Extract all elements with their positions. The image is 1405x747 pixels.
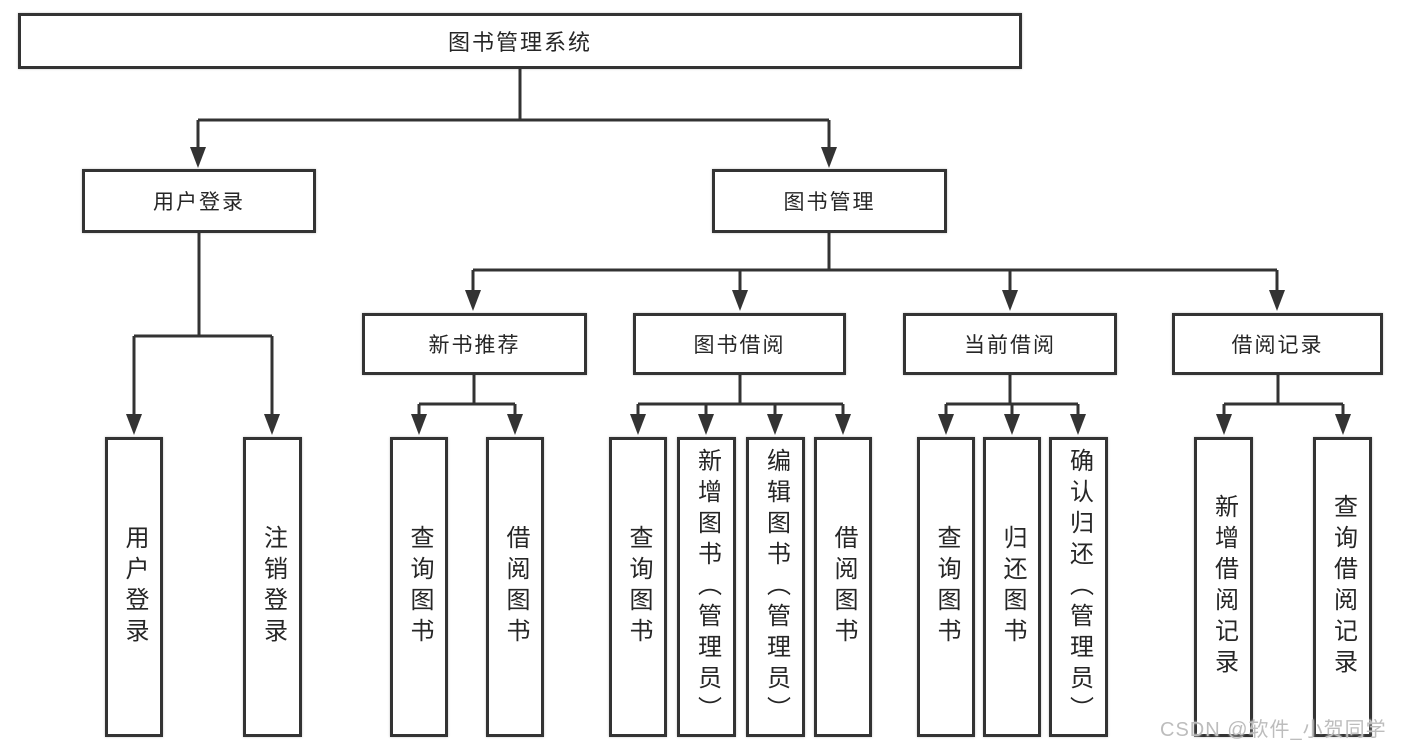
node-leaf-bb-borrow-books-label: 借阅图书 (830, 525, 857, 649)
node-leaf-rec-query-books: 查询图书 (390, 437, 448, 737)
node-leaf-return-books-label: 归还图书 (999, 525, 1026, 649)
arrowhead-icon (821, 147, 837, 168)
node-book-mgmt-label: 图书管理 (783, 191, 876, 214)
csdn-watermark: CSDN @软件_小贺同学 (1160, 719, 1387, 741)
connector-userlogin-to-leaves (132, 233, 274, 416)
node-leaf-edit-book-admin: 编辑图书（管理员） (746, 437, 805, 737)
arrowhead-icon (190, 147, 206, 168)
connector-bookmgmt-to-level3 (471, 233, 1279, 293)
node-leaf-rec-borrow-books-label: 借阅图书 (502, 525, 529, 649)
connector-borrowrecords-to-leaves (1222, 375, 1345, 416)
node-leaf-user-login-label: 用户登录 (121, 525, 148, 649)
arrowhead-icon (1269, 290, 1285, 311)
arrowhead-icon (732, 290, 748, 311)
node-borrow-records: 借阅记录 (1172, 313, 1383, 375)
node-leaf-query-borrow-record-label: 查询借阅记录 (1329, 494, 1357, 680)
node-book-mgmt: 图书管理 (712, 169, 947, 233)
arrowhead-icon (264, 414, 280, 435)
node-root-label: 图书管理系统 (447, 30, 592, 55)
node-leaf-user-login: 用户登录 (105, 437, 163, 737)
node-root: 图书管理系统 (18, 13, 1022, 69)
node-leaf-cb-query-books: 查询图书 (917, 437, 975, 737)
node-leaf-bb-query-books-label: 查询图书 (625, 525, 652, 649)
connector-newbookrec-to-leaves (417, 375, 517, 416)
arrowhead-icon (465, 290, 481, 311)
node-leaf-add-borrow-record: 新增借阅记录 (1194, 437, 1253, 737)
node-leaf-bb-borrow-books: 借阅图书 (814, 437, 872, 737)
arrowhead-icon (1002, 290, 1018, 311)
node-leaf-edit-book-admin-label: 编辑图书（管理员） (762, 447, 790, 727)
node-book-borrow: 图书借阅 (633, 313, 846, 375)
node-leaf-add-book-admin: 新增图书（管理员） (677, 437, 736, 737)
arrowhead-icon (507, 414, 523, 435)
node-current-borrow: 当前借阅 (903, 313, 1117, 375)
node-leaf-confirm-return-admin-label: 确认归还（管理员） (1065, 447, 1093, 727)
arrowhead-icon (1070, 414, 1086, 435)
node-leaf-confirm-return-admin: 确认归还（管理员） (1049, 437, 1108, 737)
node-user-login-label: 用户登录 (153, 191, 245, 214)
node-leaf-bb-query-books: 查询图书 (609, 437, 667, 737)
arrowhead-icon (1216, 414, 1232, 435)
node-leaf-cb-query-books-label: 查询图书 (933, 525, 960, 649)
node-leaf-logout: 注销登录 (243, 437, 302, 737)
node-current-borrow-label: 当前借阅 (964, 334, 1056, 357)
connector-root-to-level2 (196, 69, 831, 150)
connector-currentborrow-to-leaves (944, 375, 1080, 416)
node-leaf-add-book-admin-label: 新增图书（管理员） (693, 447, 721, 727)
arrowhead-icon (698, 414, 714, 435)
arrowhead-icon (938, 414, 954, 435)
arrowhead-icon (835, 414, 851, 435)
node-new-book-rec-label: 新书推荐 (428, 334, 521, 357)
arrowhead-icon (126, 414, 142, 435)
node-leaf-add-borrow-record-label: 新增借阅记录 (1210, 494, 1238, 680)
arrowhead-icon (767, 414, 783, 435)
arrowhead-icon (411, 414, 427, 435)
node-leaf-rec-borrow-books: 借阅图书 (486, 437, 544, 737)
arrowhead-icon (630, 414, 646, 435)
arrowhead-icon (1335, 414, 1351, 435)
node-new-book-rec: 新书推荐 (362, 313, 587, 375)
node-book-borrow-label: 图书借阅 (693, 334, 786, 357)
arrowhead-icon (1004, 414, 1020, 435)
node-borrow-records-label: 借阅记录 (1231, 334, 1324, 357)
node-leaf-query-borrow-record: 查询借阅记录 (1313, 437, 1372, 737)
node-user-login: 用户登录 (82, 169, 316, 233)
connector-bookborrow-to-leaves (636, 375, 845, 416)
node-leaf-rec-query-books-label: 查询图书 (406, 525, 433, 649)
node-leaf-logout-label: 注销登录 (259, 525, 287, 649)
node-leaf-return-books: 归还图书 (983, 437, 1041, 737)
